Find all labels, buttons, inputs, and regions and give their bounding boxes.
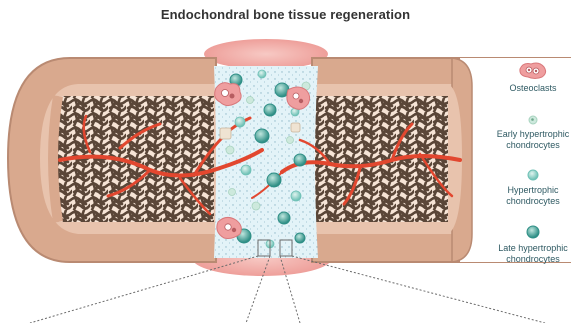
legend-hypertrophic: Hypertrophic chondrocytes — [478, 168, 571, 207]
early-hypertrophic-chondrocyte-icon — [527, 114, 539, 126]
hypertrophic-chondrocyte-icon — [526, 168, 540, 182]
legend-label: Hypertrophic chondrocytes — [493, 185, 571, 207]
legend-label: Early hypertrophic chondrocytes — [489, 129, 571, 151]
legend-osteoclasts: Osteoclasts — [478, 62, 571, 94]
callus-halo-top — [204, 39, 328, 69]
late-hypertrophic-chondrocyte-icon — [525, 224, 541, 240]
osteoclast-icon — [518, 62, 548, 80]
legend-early-hypertrophic: Early hypertrophic chondrocytes — [478, 114, 571, 151]
legend-label: Osteoclasts — [478, 83, 571, 94]
legend-label: Late hypertrophic chondrocytes — [488, 243, 571, 265]
legend-late-hypertrophic: Late hypertrophic chondrocytes — [478, 224, 571, 265]
